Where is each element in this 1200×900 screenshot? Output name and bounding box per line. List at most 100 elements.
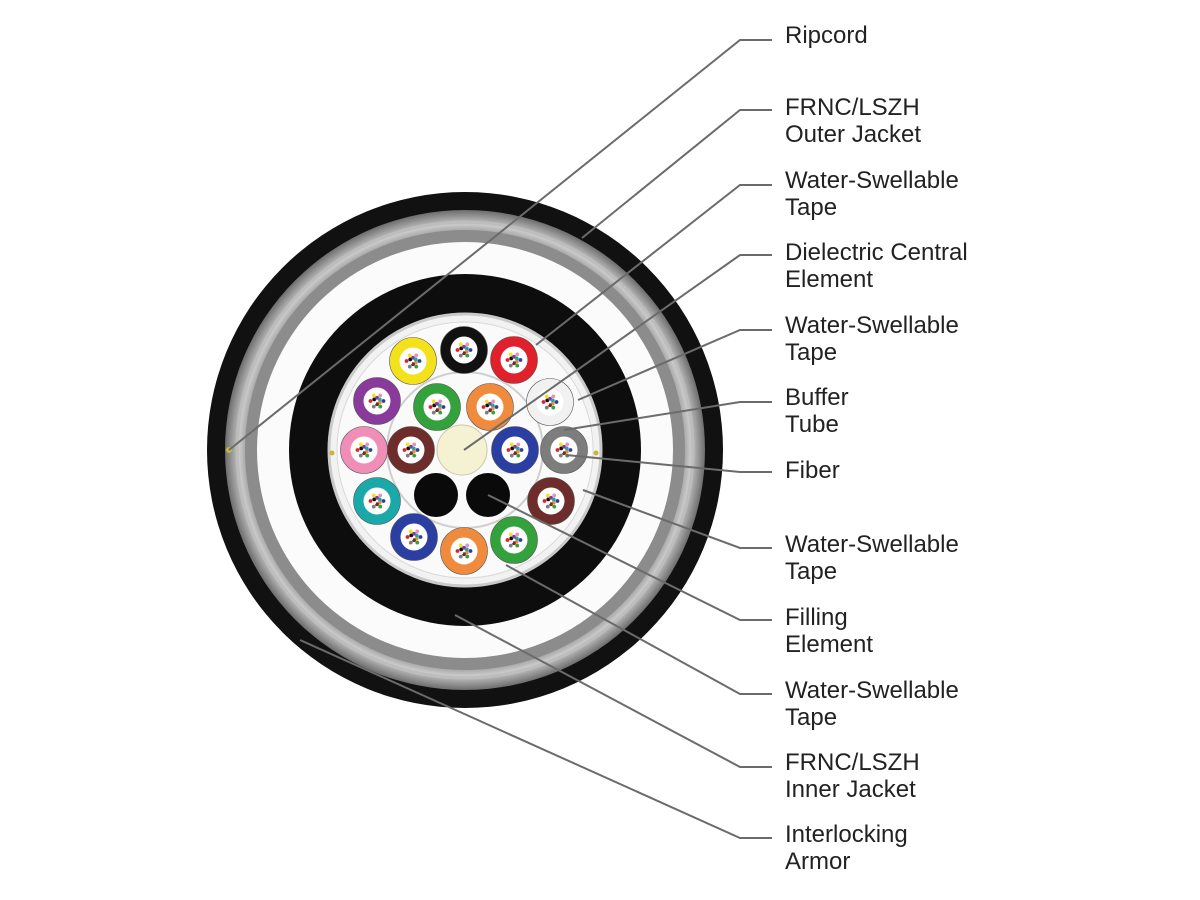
fiber-strand: [359, 446, 364, 451]
buffer-tube-black: [440, 326, 488, 374]
fiber-strand: [494, 405, 499, 409]
fiber-strand: [459, 550, 464, 555]
fiber-strand: [431, 399, 436, 404]
fiber-strand: [365, 453, 370, 458]
fiber-strand: [545, 401, 550, 406]
fiber-bundle: [402, 442, 420, 458]
fiber-strand: [462, 545, 466, 550]
buffer-tube-orange: [440, 527, 488, 575]
fiber-strand: [541, 400, 546, 404]
fiber-strand: [514, 539, 519, 544]
fiber-strand: [464, 349, 469, 354]
label-line: Water-Swellable: [785, 531, 959, 558]
label-line: Dielectric Central: [785, 239, 968, 266]
label-line: Outer Jacket: [785, 121, 921, 148]
buffer-tube-blue: [390, 513, 438, 561]
fiber-strand: [545, 493, 550, 498]
fiber-strand: [562, 444, 566, 449]
fiber-strand: [407, 364, 412, 369]
fiber-strand: [505, 358, 510, 362]
fiber-strand: [412, 538, 416, 543]
label-line: Water-Swellable: [785, 167, 959, 194]
fiber-strand: [409, 451, 413, 456]
fiber-strand: [546, 497, 551, 502]
label-line: Element: [785, 266, 873, 293]
fiber-strand: [516, 442, 521, 447]
label-line: Water-Swellable: [785, 677, 959, 704]
fiber-strand: [485, 406, 490, 411]
leader-line-interlocking-armor: [299, 639, 772, 839]
fiber-strand: [462, 552, 466, 557]
fiber-strand: [512, 354, 516, 359]
fiber-strand: [490, 403, 495, 408]
fiber-strand: [411, 362, 415, 367]
label-line: FRNC/LSZH: [785, 94, 920, 121]
fiber-strand: [359, 449, 364, 454]
label-line: Armor: [785, 848, 850, 875]
fiber-strand: [515, 532, 520, 537]
label-fiber: Fiber: [785, 457, 840, 484]
fiber-strand: [364, 446, 369, 451]
fiber-strand: [414, 536, 419, 541]
fiber-strand: [558, 442, 563, 447]
fiber-strand: [512, 361, 516, 366]
fiber-strand: [437, 406, 442, 411]
fiber-strand: [415, 448, 420, 452]
fiber-strand: [409, 533, 414, 538]
fiber-strand: [405, 535, 410, 539]
label-line: Tape: [785, 194, 837, 221]
fiber-strand: [544, 405, 549, 410]
fiber-strand: [405, 453, 410, 458]
fiber-strand: [377, 397, 382, 402]
fiber-strand: [554, 400, 559, 404]
fiber-strand: [509, 356, 514, 361]
fiber-strand: [378, 504, 383, 509]
ripcord-dot-core-right: [593, 450, 599, 456]
fiber-strand: [551, 394, 556, 399]
fiber-strand: [552, 493, 557, 498]
fiber-strand: [514, 536, 519, 541]
fiber-strand: [414, 353, 419, 358]
fiber-strand: [558, 453, 563, 458]
fiber-strand: [409, 444, 413, 449]
fiber-strand: [548, 396, 552, 401]
buffer-tube-rose: [340, 426, 388, 474]
fiber-strand: [365, 442, 370, 447]
label-line: Inner Jacket: [785, 776, 916, 803]
buffer-tube-green: [413, 383, 461, 431]
fiber-strand: [437, 403, 442, 408]
buffer-tube-white: [526, 378, 574, 426]
fiber-strand: [515, 446, 520, 451]
fiber-strand: [371, 404, 376, 409]
fiber-strand: [371, 493, 376, 498]
fiber-strand: [555, 499, 560, 503]
leader-line-buffer-tube: [563, 401, 772, 431]
leader-lines: [228, 39, 772, 839]
fiber-strand: [510, 446, 515, 451]
fiber-strand: [468, 348, 473, 352]
fiber-strand: [358, 442, 363, 447]
fiber-strand: [519, 448, 524, 452]
fiber-strand: [368, 499, 373, 503]
label-line: Tape: [785, 339, 837, 366]
fiber-strand: [408, 540, 413, 545]
fiber-strand: [550, 398, 555, 403]
fiber-strand: [564, 446, 569, 451]
fiber-strand: [375, 402, 379, 407]
label-line: Fiber: [785, 457, 840, 484]
fiber-strand: [415, 540, 420, 545]
buffer-tube-blue: [491, 426, 539, 474]
fiber-strand: [404, 359, 409, 363]
fiber-strand: [506, 448, 511, 452]
fiber-strand: [377, 400, 382, 405]
fiber-strand: [415, 529, 420, 534]
fiber-strand: [375, 502, 379, 507]
fiber-strand: [412, 442, 417, 447]
buffer-tube-green: [490, 516, 538, 564]
leader-line-outer-jacket: [581, 109, 772, 239]
buffer-tube-violet: [353, 377, 401, 425]
